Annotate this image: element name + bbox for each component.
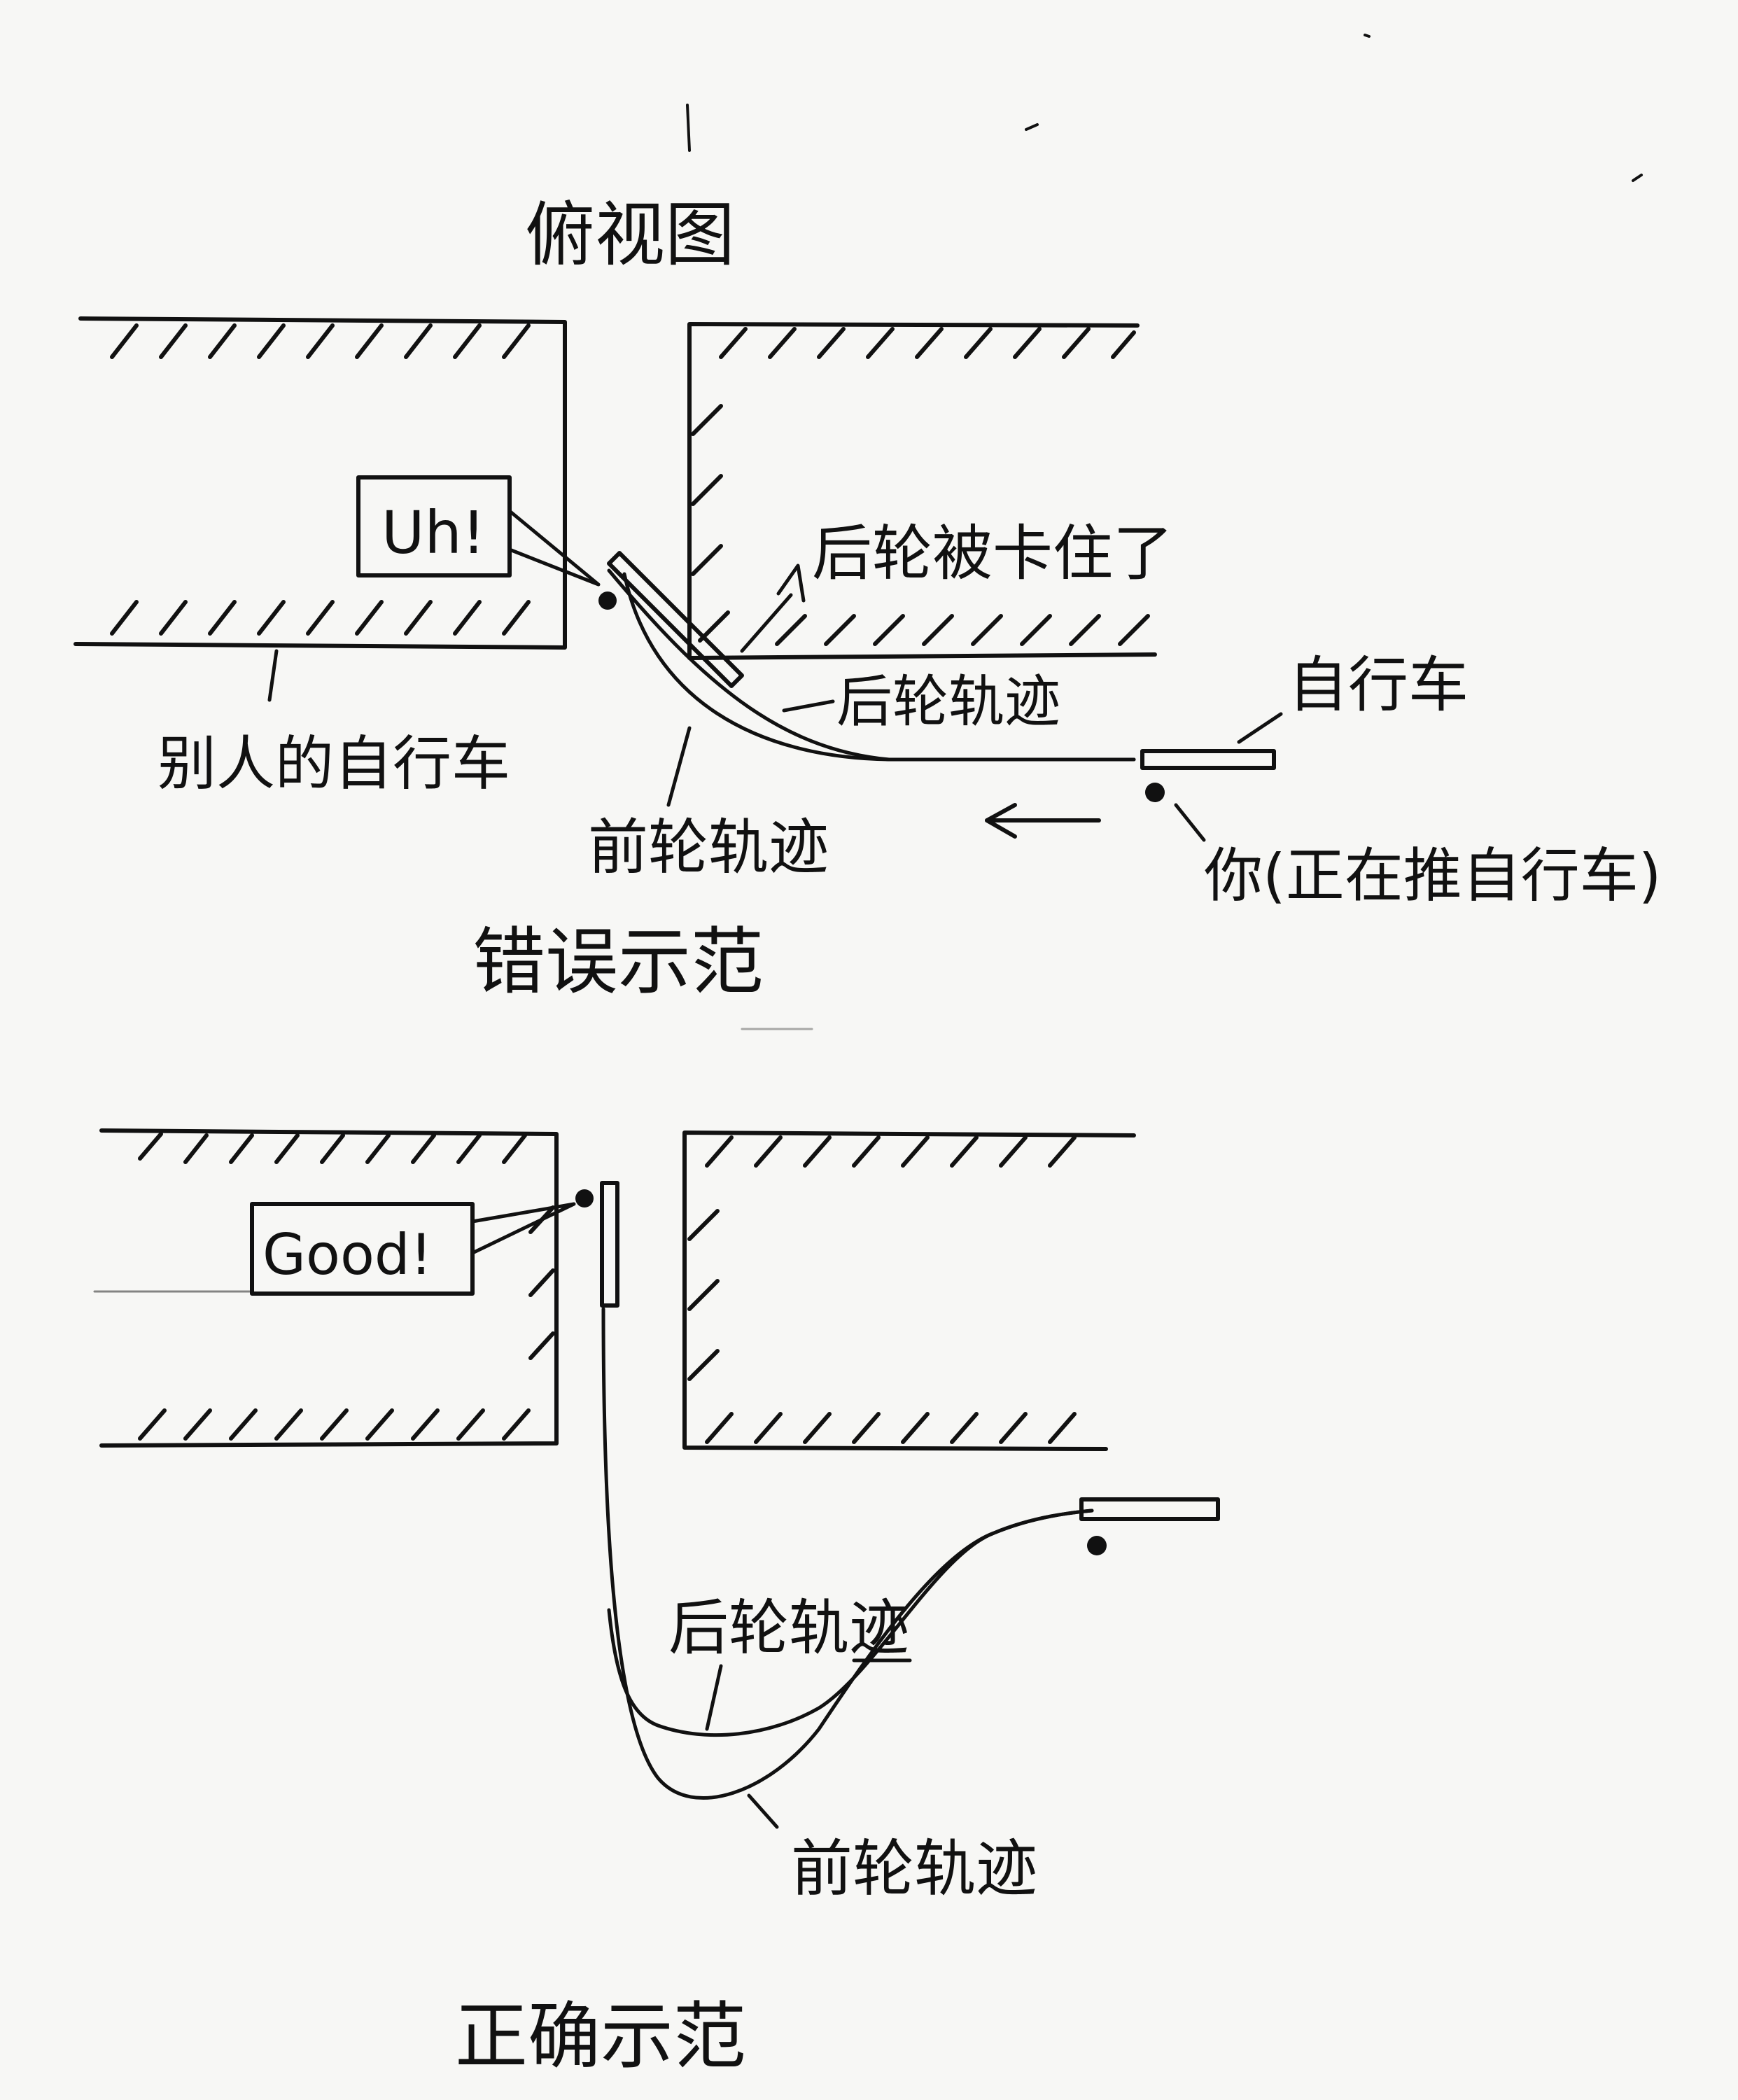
correct-example: Good! 后轮轨迹 前轮轨迹 正确示范 <box>93 1128 1220 2079</box>
correct-leader-lines <box>705 1664 779 1829</box>
right-wall-block <box>687 322 1157 660</box>
front-wheel-track-label: 前轮轨迹 <box>588 813 829 883</box>
left-wall-block <box>73 316 567 650</box>
wrong-example: Uh! 后轮被卡住了 后轮轨迹 自行车 <box>73 316 1662 1004</box>
rear-wheel-stuck-label: 后轮被卡住了 <box>812 519 1173 589</box>
stuck-bicycle <box>607 551 744 688</box>
uh-speech-box: Uh! <box>356 475 601 587</box>
wrong-example-caption: 错误示范 <box>472 919 764 1004</box>
uh-speech-text: Uh! <box>381 498 485 567</box>
correct-tracks <box>601 1307 1094 1800</box>
front-wheel-track-line-correct <box>601 1307 1094 1800</box>
others-bicycle-label: 别人的自行车 <box>157 729 510 798</box>
rear-wheel-track-line-correct <box>607 1508 1094 1737</box>
person-dot-stuck <box>598 592 617 610</box>
rear-wheel-track-label: 后轮轨迹 <box>836 669 1060 734</box>
direction-arrow-icon <box>985 803 1101 839</box>
person-dot-parked <box>575 1189 594 1208</box>
rear-wheel-track-line <box>622 572 1136 762</box>
your-bicycle <box>1140 749 1276 770</box>
wrong-tracks <box>607 568 1136 762</box>
front-wheel-track-label-correct: 前轮轨迹 <box>791 1833 1037 1905</box>
correct-example-caption: 正确示范 <box>455 1994 746 2079</box>
good-speech-text: Good! <box>262 1222 433 1287</box>
diagram-title: 俯视图 <box>525 194 735 276</box>
good-speech-box: Good! <box>250 1202 576 1296</box>
you-dot-correct <box>1087 1536 1107 1555</box>
front-wheel-track-line <box>607 568 1136 762</box>
your-bicycle-correct <box>1079 1497 1220 1521</box>
left-wall-block-correct <box>93 1128 559 1448</box>
bicycle-label: 自行车 <box>1288 650 1469 720</box>
right-wall-block-correct <box>682 1130 1136 1451</box>
wrong-leader-lines <box>267 564 1283 842</box>
you-dot <box>1145 783 1165 802</box>
parked-bicycle <box>600 1181 619 1308</box>
stray-marks <box>686 34 1643 182</box>
you-label: 你(正在推自行车) <box>1204 841 1662 910</box>
rear-wheel-track-label-correct: 后轮轨迹 <box>668 1593 909 1663</box>
